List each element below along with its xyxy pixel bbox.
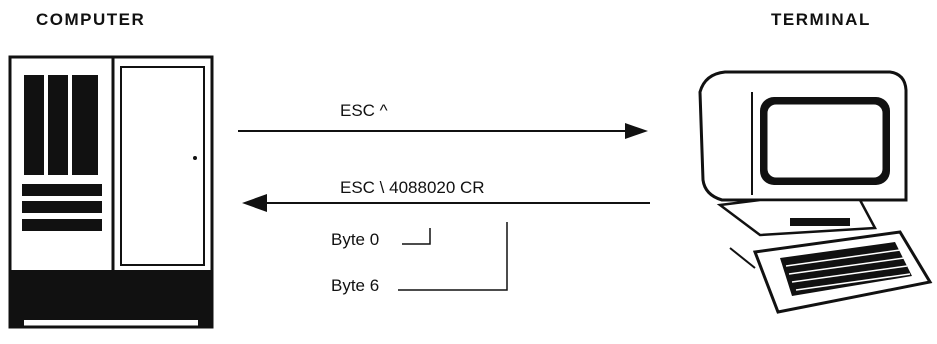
arrow-to-computer xyxy=(242,194,650,212)
response-sequence-label: ESC \ 4088020 CR xyxy=(340,178,485,197)
byte-6-label: Byte 6 xyxy=(331,276,380,295)
terminal-illustration xyxy=(698,70,933,314)
byte-0-label: Byte 0 xyxy=(331,230,380,249)
computer-heading: COMPUTER xyxy=(36,10,146,29)
terminal-heading: TERMINAL xyxy=(771,10,871,29)
computer-cabinet-illustration xyxy=(8,55,214,329)
arrow-to-terminal xyxy=(238,123,648,139)
byte-pointers xyxy=(398,222,508,291)
escape-sequence-to-terminal-label: ESC ^ xyxy=(340,101,388,120)
